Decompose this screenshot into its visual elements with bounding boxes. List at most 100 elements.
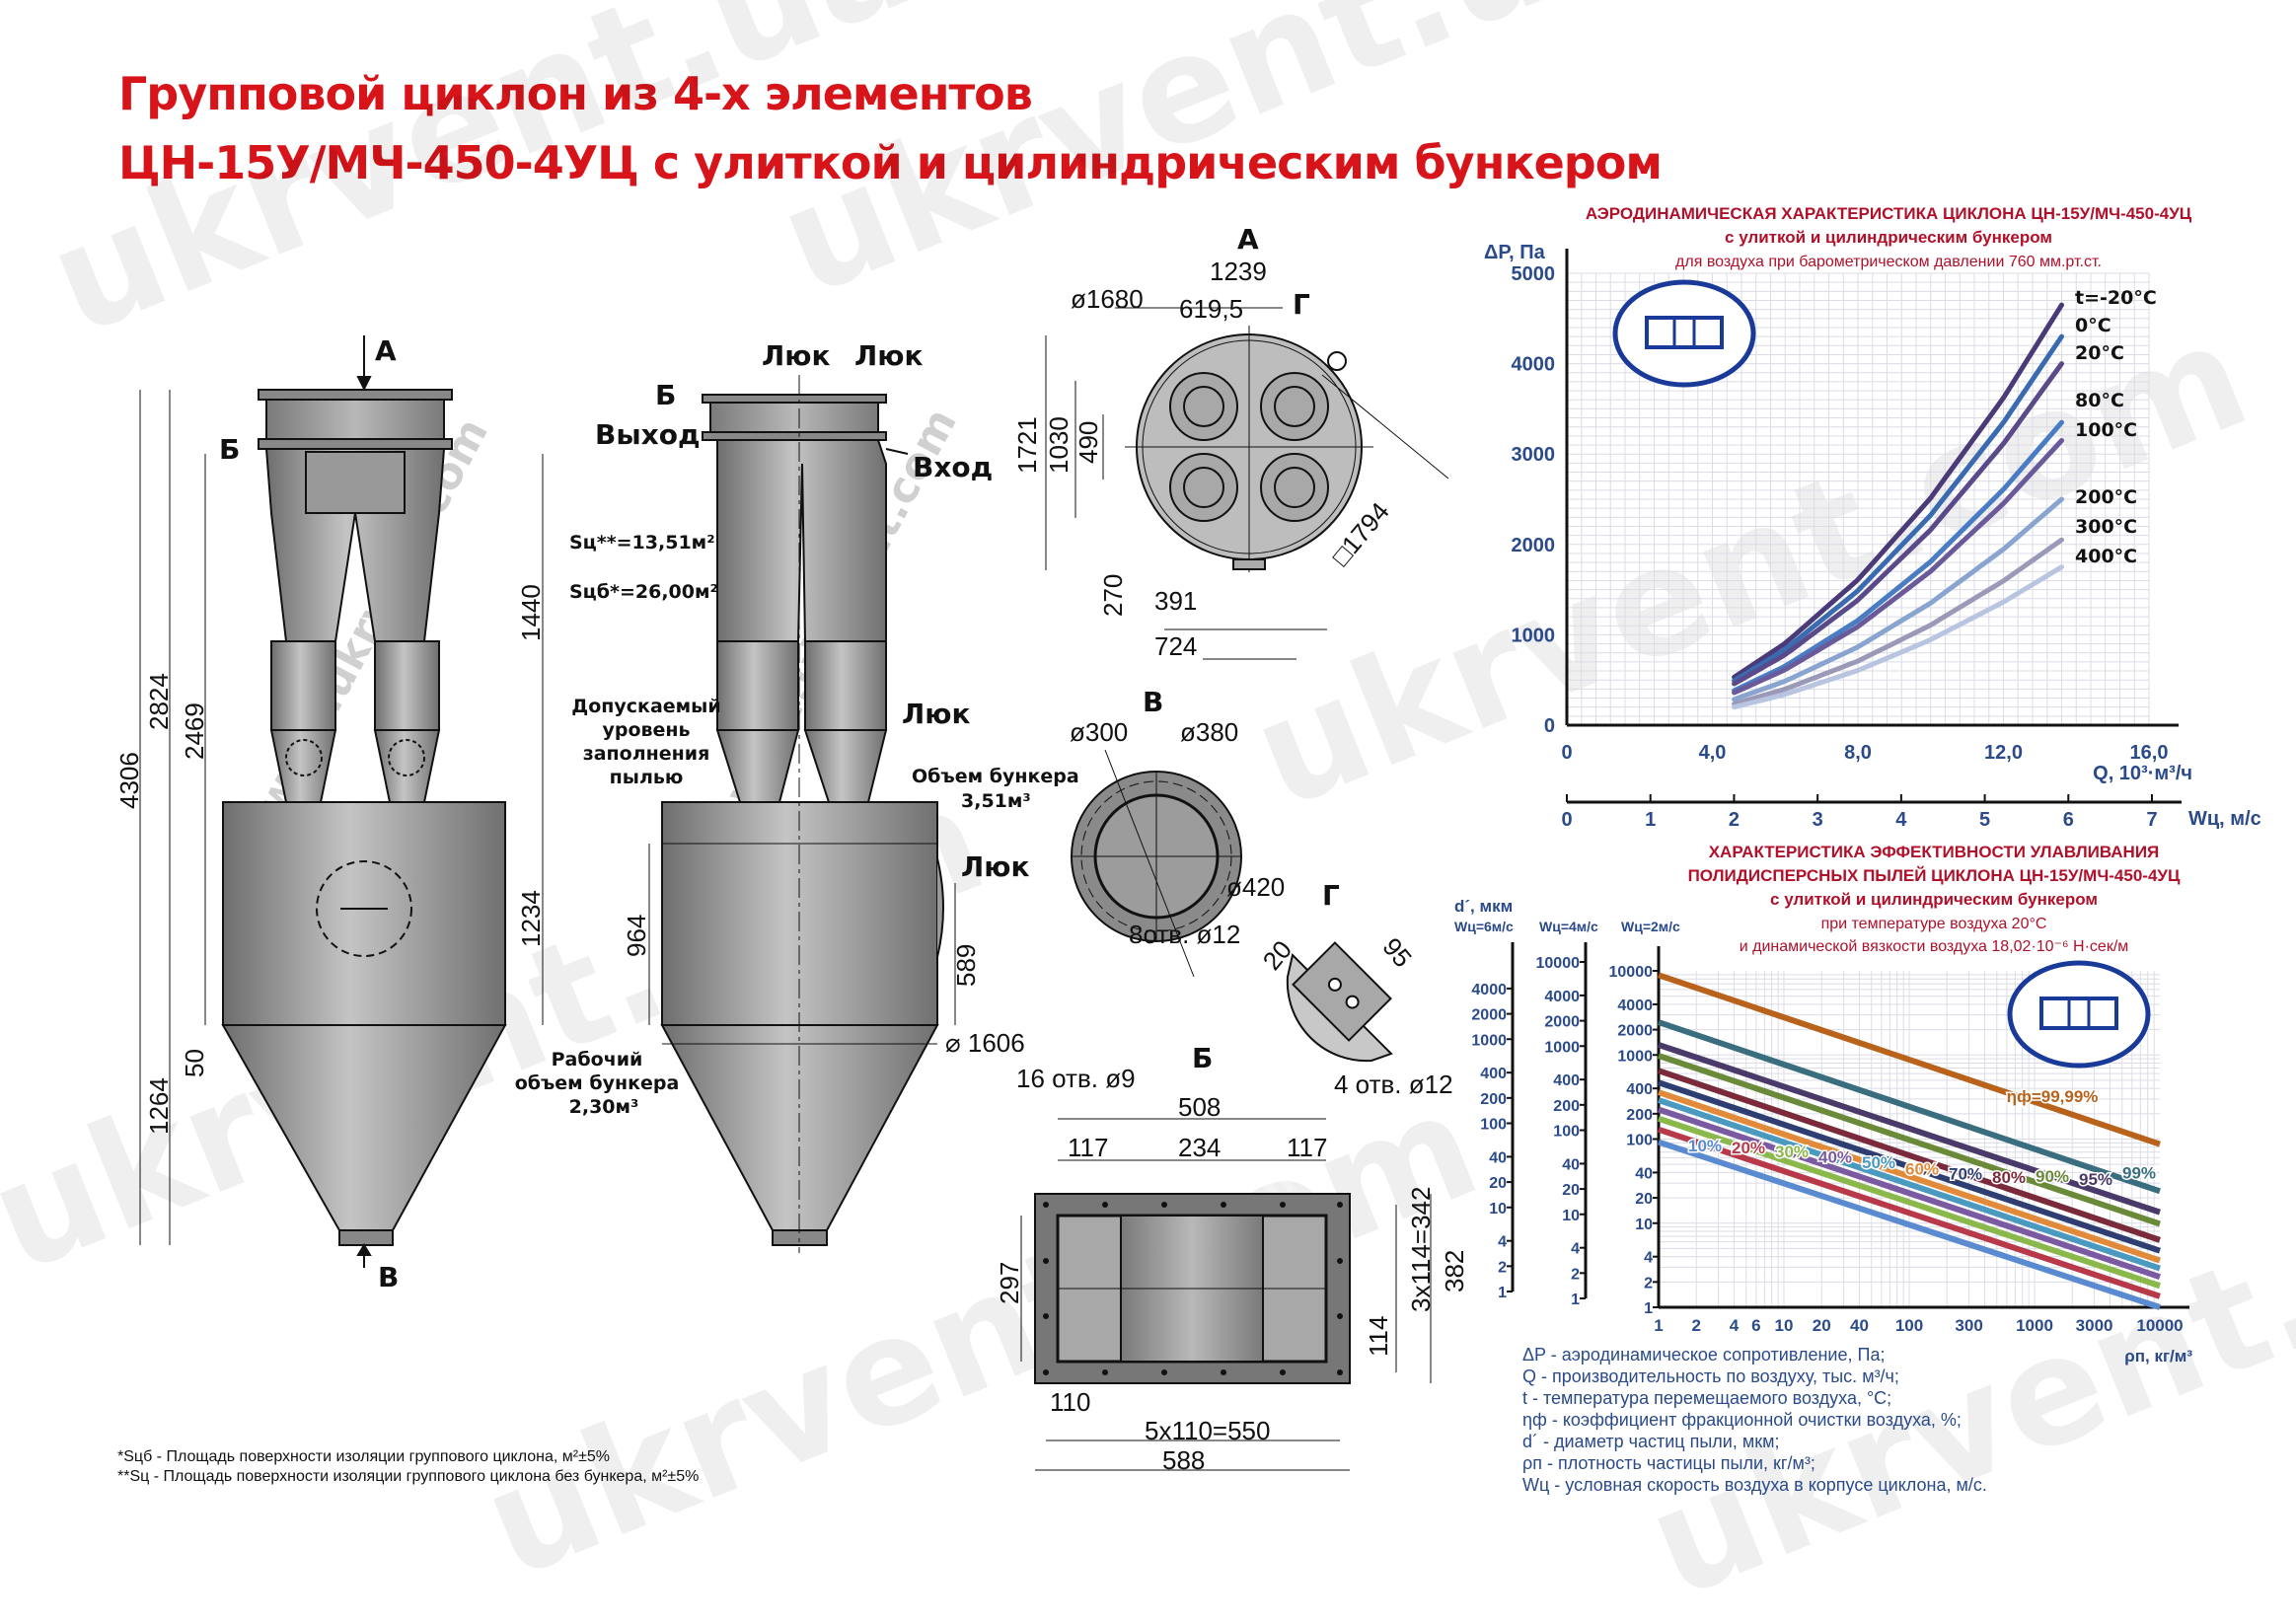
dim-1606: ⌀ 1606: [945, 1028, 1025, 1058]
series-line: [1732, 333, 2064, 684]
flange-v-labels: В ø300 ø380 ø420 8отв. ø12: [1070, 686, 1285, 949]
y-tick-label: 20: [1562, 1182, 1580, 1199]
y-axis-w2-label: Wц=2м/с: [1621, 919, 1680, 934]
hatch-label: Люк: [762, 339, 830, 372]
dim-1264: 1264: [144, 1077, 174, 1135]
holes-label: 4 отв. ø12: [1334, 1070, 1453, 1099]
y-tick-label: 1000: [1471, 1032, 1507, 1049]
fill-level-label: уровень: [602, 719, 690, 741]
y-tick-label: 4: [1571, 1241, 1580, 1258]
dim-1030: 1030: [1044, 416, 1074, 474]
holes-label: 8отв. ø12: [1129, 920, 1240, 949]
y-tick-label: 3000: [1512, 444, 1556, 466]
view-label-a: А: [375, 334, 397, 367]
chart-subtitle: с улиткой и цилиндрическим бункером: [1725, 228, 2052, 247]
series-line: [1732, 302, 2064, 680]
chart-note: для воздуха при барометрическом давлении…: [1675, 254, 2102, 270]
outlet-label: Выход: [595, 418, 701, 451]
dim-420: ø420: [1226, 872, 1285, 902]
x2-tick-label: 4: [1895, 809, 1907, 831]
x2-tick-label: 5: [1979, 809, 1990, 831]
y-axis-label: d´, мкм: [1454, 897, 1513, 916]
y-axis-label: ΔP, Па: [1484, 242, 1546, 263]
series-line: [1732, 419, 2064, 694]
aerodynamic-chart: АЭРОДИНАМИЧЕСКАЯ ХАРАКТЕРИСТИКА ЦИКЛОНА …: [1484, 204, 2261, 831]
area-scb-label: Sцб*=26,00м²: [569, 581, 718, 603]
x-tick-label: 300: [1955, 1316, 1982, 1335]
legend-item: ΔP - аэродинамическое сопротивление, Па;: [1522, 1345, 1886, 1365]
series-line: [1658, 972, 2161, 1147]
x-tick-label: 2: [1691, 1316, 1700, 1335]
x2-tick-label: 0: [1561, 809, 1572, 831]
dim-95: 95: [1376, 932, 1418, 973]
chart-note: и динамической вязкости воздуха 18,02·10…: [1740, 938, 2129, 955]
x-tick-label: 0: [1561, 742, 1572, 764]
series-line: [1732, 496, 2064, 702]
x-tick-label: 16,0: [2130, 742, 2169, 764]
x-tick-label: 12,0: [1984, 742, 2023, 764]
y-tick-label: 400: [1480, 1066, 1507, 1082]
y-tick-label: 40: [1489, 1149, 1507, 1166]
y-tick-label: 40: [1562, 1156, 1580, 1173]
series-label: 50%: [1862, 1153, 1895, 1172]
dim-382: 382: [1440, 1250, 1469, 1292]
dim-2469: 2469: [180, 702, 209, 760]
view-label-b: Б: [219, 433, 240, 466]
chart-legend-notes: ΔP - аэродинамическое сопротивление, Па;…: [1522, 1344, 1987, 1496]
series-label: 100°C: [2075, 419, 2137, 441]
x-tick-label: 1000: [2016, 1316, 2053, 1335]
chart-title: АЭРОДИНАМИЧЕСКАЯ ХАРАКТЕРИСТИКА ЦИКЛОНА …: [1586, 204, 2192, 223]
series-line: [1658, 1115, 2161, 1290]
y-tick-label: 10: [1635, 1217, 1653, 1233]
front-view: [139, 335, 544, 1268]
y-tick-label: 2: [1644, 1275, 1653, 1292]
x-tick-label: 40: [1850, 1316, 1869, 1335]
y-tick-label: 10000: [1609, 964, 1654, 981]
series-line: [1732, 537, 2064, 706]
x-tick-label: 10000: [2136, 1316, 2183, 1335]
view-label-b: Б: [655, 379, 676, 411]
series-label: 60%: [1905, 1160, 1939, 1179]
series-label: 400°C: [2075, 546, 2137, 567]
x-tick-label: 8,0: [1844, 742, 1872, 764]
series-label: 20°C: [2075, 342, 2124, 364]
dim-297: 297: [995, 1262, 1024, 1304]
side-view-labels: Люк Люк Б Выход Вход Sц**=13,51м² Sцб*=2…: [515, 339, 1079, 1118]
flange-b-view: [1020, 1118, 1432, 1471]
series-label: 70%: [1949, 1165, 1982, 1184]
legend-item: ηф - коэффициент фракционной очистки воз…: [1522, 1410, 1962, 1430]
x-tick-label: 100: [1895, 1316, 1923, 1335]
series-label: 99%: [2122, 1163, 2156, 1182]
dim-550: 5x110=550: [1145, 1416, 1270, 1445]
y-tick-label: 4000: [1471, 982, 1507, 998]
view-label-a: А: [1237, 223, 1259, 256]
series-label: ηф=99,99%: [2007, 1087, 2099, 1106]
view-label-v: В: [378, 1261, 399, 1293]
y-tick-label: 0: [1544, 715, 1555, 737]
dim-1239: 1239: [1210, 257, 1267, 286]
hatch-label: Люк: [902, 698, 970, 730]
chart-title: ХАРАКТЕРИСТИКА ЭФФЕКТИВНОСТИ УЛАВЛИВАНИЯ: [1709, 843, 2160, 861]
legend-item: Q - производительность по воздуху, тыс. …: [1522, 1366, 1899, 1386]
series-line: [1658, 1139, 2161, 1310]
stamp-logo: [1612, 279, 1756, 388]
x-tick-label: 4: [1730, 1316, 1740, 1335]
series-label: 80%: [1992, 1168, 2026, 1187]
series-label: 90%: [2036, 1167, 2069, 1186]
series-line: [1658, 1019, 2161, 1195]
y-tick-label: 2000: [1471, 1007, 1507, 1024]
series-label: 95%: [2079, 1170, 2112, 1189]
dim-114: 114: [1364, 1316, 1393, 1357]
dim-490: 490: [1074, 421, 1103, 464]
y-tick-label: 1: [1644, 1300, 1653, 1317]
y-tick-label: 2: [1571, 1266, 1580, 1283]
dim-4306: 4306: [114, 752, 144, 809]
y-tick-label: 200: [1480, 1091, 1507, 1108]
dim-508: 508: [1178, 1092, 1221, 1122]
y-tick-label: 2: [1498, 1259, 1507, 1276]
series-label: 20%: [1732, 1139, 1765, 1157]
detail-g-view: [1286, 941, 1393, 1063]
y-tick-label: 4000: [1512, 354, 1556, 376]
y-tick-label: 10: [1562, 1208, 1580, 1224]
x2-tick-label: 7: [2146, 809, 2157, 831]
